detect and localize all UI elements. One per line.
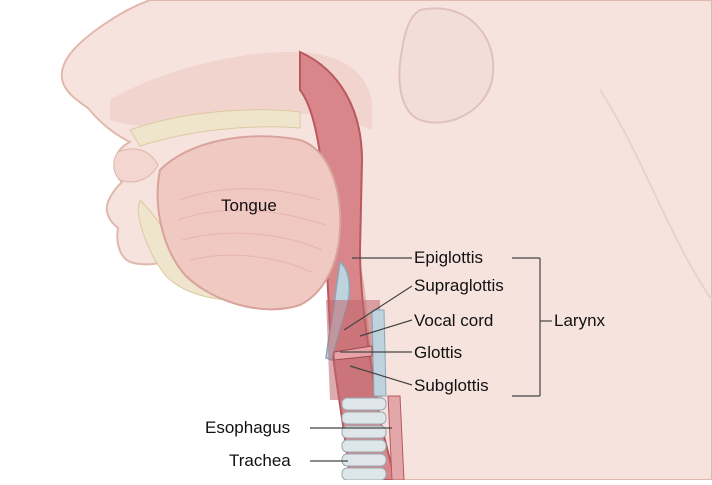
label-vocal-cord: Vocal cord <box>414 311 494 330</box>
ear <box>398 7 495 124</box>
label-subglottis: Subglottis <box>414 376 489 395</box>
label-trachea: Trachea <box>229 451 291 470</box>
leader-lines <box>310 257 552 462</box>
label-esophagus: Esophagus <box>205 418 291 437</box>
trachea-rings <box>341 397 387 481</box>
vocal-cord-shape <box>333 345 373 361</box>
thyroid-cartilage <box>371 309 387 397</box>
palate-bone <box>129 109 301 147</box>
tongue-body <box>156 135 342 311</box>
tongue-texture <box>177 188 326 273</box>
label-tongue: Tongue <box>221 196 277 215</box>
label-glottis: Glottis <box>414 343 463 362</box>
label-supraglottis: Supraglottis <box>414 276 504 295</box>
label-larynx: Larynx <box>554 311 606 330</box>
neck-contour <box>599 89 712 301</box>
lips <box>113 148 159 183</box>
label-epiglottis: Epiglottis <box>414 248 483 267</box>
